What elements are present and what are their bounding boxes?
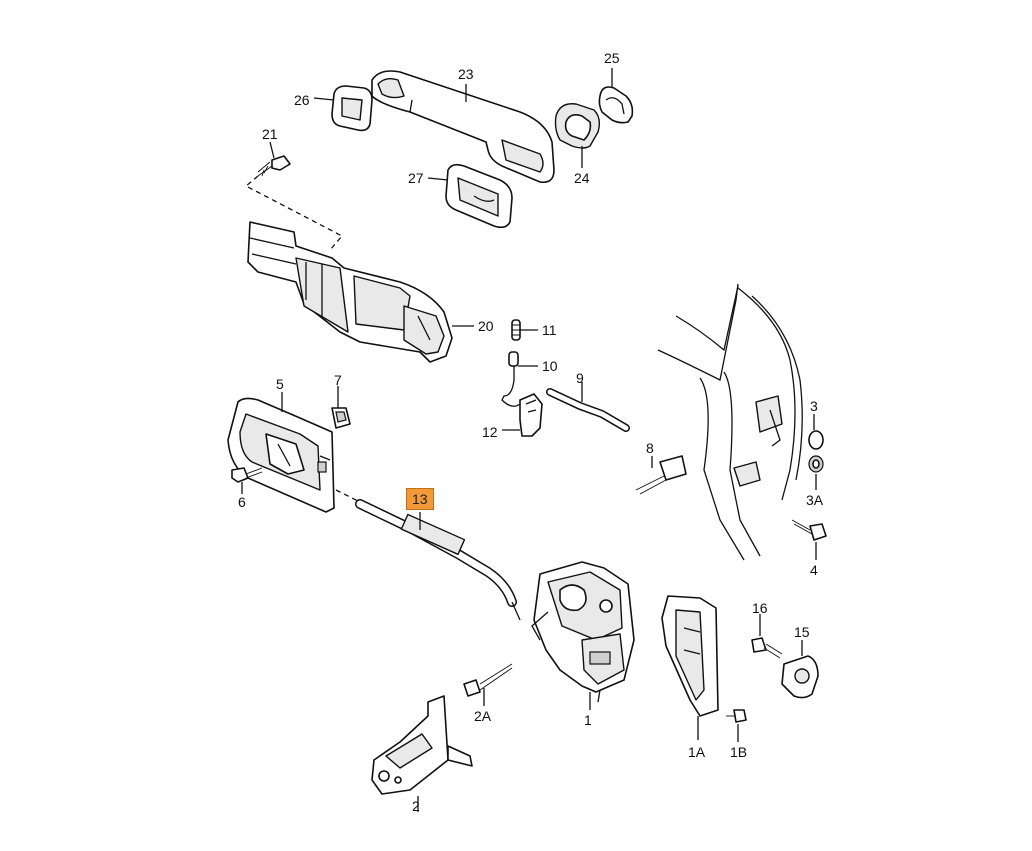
label-10: 10 [542,358,558,374]
label-23: 23 [458,66,474,82]
handle-gasket-rear [445,163,513,229]
interior-handle-housing [227,397,335,513]
screw-21 [257,155,291,177]
label-24: 24 [574,170,590,186]
rod-10 [501,356,521,407]
label-27: 27 [408,170,424,186]
label-25: 25 [604,50,620,66]
label-16: 16 [752,600,768,616]
label-20: 20 [478,318,494,334]
clip-7 [331,407,351,429]
label-3: 3 [810,398,818,414]
screw-6 [231,467,263,483]
label-21: 21 [262,126,278,142]
cap-gasket [598,86,634,124]
label-12: 12 [482,424,498,440]
switch-8 [635,455,687,495]
label-8: 8 [646,440,654,456]
handle-carrier [247,221,453,363]
bracket-12 [519,393,543,437]
lock-cover-1A [661,595,719,717]
screw-1B [726,709,747,723]
lock-bracket-2 [371,695,473,795]
label-4: 4 [810,562,818,578]
seal-ring-3 [808,430,824,450]
door-frame [657,283,803,561]
label-6: 6 [238,494,246,510]
bolt-2A [463,663,513,697]
striker-plate-15 [781,655,819,699]
label-13-highlighted: 13 [406,488,434,510]
bowden-cable-13 [355,499,521,621]
label-5: 5 [276,376,284,392]
label-1B: 1B [730,744,748,760]
label-3A: 3A [806,492,824,508]
pin-11 [511,319,521,341]
label-7: 7 [334,372,342,388]
label-15: 15 [794,624,810,640]
lock-cylinder-cap [554,103,601,149]
handle-gasket-front [331,85,373,132]
label-2: 2 [412,798,420,814]
screw-16 [751,637,783,659]
exterior-door-handle [371,70,555,184]
label-2A: 2A [474,708,492,724]
bolt-4 [791,519,827,541]
label-11: 11 [542,322,557,338]
door-lock-1 [531,561,635,703]
label-26: 26 [294,92,310,108]
washer-3A [808,455,824,473]
label-9: 9 [576,370,584,386]
label-1A: 1A [688,744,706,760]
leader-lines [241,68,817,812]
label-1: 1 [584,712,592,728]
